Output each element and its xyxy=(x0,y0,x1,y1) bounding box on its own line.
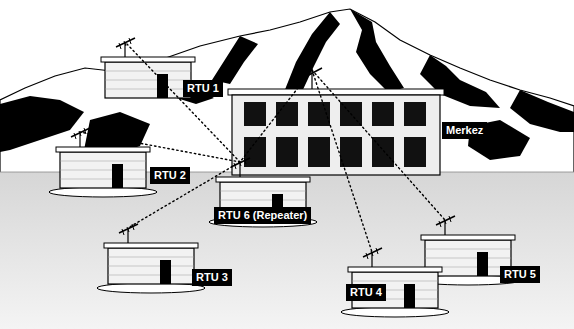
station-label: RTU 5 xyxy=(500,266,540,283)
radio-link xyxy=(80,132,240,162)
station-node: RTU 3 xyxy=(108,228,240,292)
radio-link xyxy=(312,70,372,252)
antenna xyxy=(311,72,312,89)
rtu-building xyxy=(104,224,198,284)
window xyxy=(244,102,266,126)
rtu-building xyxy=(101,38,195,98)
wall xyxy=(232,95,440,175)
rtu-building xyxy=(209,158,317,227)
center-building xyxy=(228,68,444,175)
mountain-shadow xyxy=(0,96,84,152)
station-node: Merkez xyxy=(232,70,494,176)
antenna xyxy=(303,68,322,78)
rtu-building xyxy=(101,38,195,98)
mountain-shadow xyxy=(284,12,340,96)
radio-link xyxy=(312,70,445,220)
window xyxy=(276,102,298,126)
station-label: RTU 4 xyxy=(346,284,386,301)
station-node: RTU 4 xyxy=(344,252,444,318)
window xyxy=(340,137,362,167)
window xyxy=(404,137,426,167)
window xyxy=(372,102,394,126)
window xyxy=(404,102,426,126)
station-label: RTU 3 xyxy=(192,269,232,286)
station-node: RTU 6 (Repeater) xyxy=(212,162,322,228)
mountain-shadow xyxy=(350,9,404,92)
rtu-building xyxy=(49,128,157,197)
window xyxy=(276,137,298,167)
radio-link xyxy=(240,70,312,162)
station-label: RTU 1 xyxy=(183,80,223,97)
mountain-shadow xyxy=(212,36,258,84)
mountain-shadow xyxy=(510,90,574,132)
rtu-building xyxy=(97,224,205,293)
rtu-building xyxy=(341,248,449,317)
rtu-building xyxy=(56,128,150,188)
roof xyxy=(228,89,444,95)
station-label: RTU 2 xyxy=(150,167,190,184)
station-node: RTU 1 xyxy=(105,42,230,100)
station-label: RTU 6 (Repeater) xyxy=(214,207,311,224)
station-node: RTU 5 xyxy=(425,220,547,286)
window xyxy=(308,137,330,167)
station-label: Merkez xyxy=(442,122,487,139)
station-node: RTU 2 xyxy=(60,132,198,198)
